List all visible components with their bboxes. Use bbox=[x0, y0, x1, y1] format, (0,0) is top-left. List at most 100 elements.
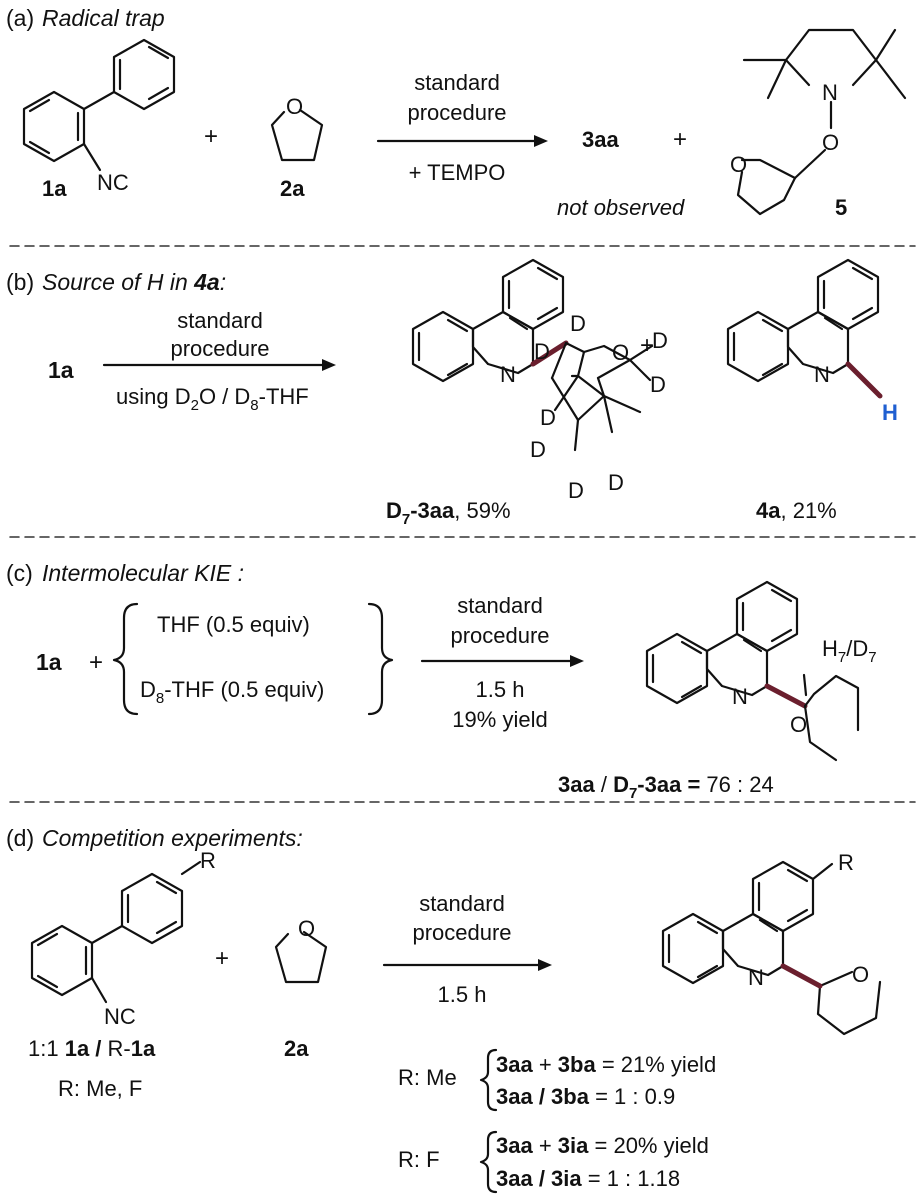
arrow-a-bottom: + TEMPO bbox=[409, 160, 506, 185]
highlight-bond bbox=[845, 361, 883, 399]
plus-sign: + bbox=[673, 126, 687, 153]
arrow-c-bottom-2: 19% yield bbox=[452, 707, 547, 732]
deuterium-label: D bbox=[530, 437, 546, 462]
deuterium-label: D bbox=[650, 372, 666, 397]
section-b-title: Source of H in 4a: bbox=[42, 269, 226, 295]
structure-2a-thf bbox=[274, 930, 328, 984]
structure-r-1a bbox=[30, 860, 202, 1004]
me-ratio-line: 3aa / 3ba = 1 : 0.9 bbox=[496, 1084, 675, 1109]
thf-d7-ring bbox=[550, 341, 654, 452]
label-4a: 4a, 21% bbox=[756, 498, 837, 523]
arrow-b-bottom: using D2O / D8-THF bbox=[116, 384, 309, 414]
arrow-a-top-1: standard bbox=[414, 70, 500, 95]
kie-ratio: 3aa / D7-3aa = 76 : 24 bbox=[558, 772, 774, 802]
oxygen-label: O bbox=[790, 712, 807, 737]
arrow-b-top-1: standard bbox=[177, 308, 263, 333]
plus-sign: + bbox=[215, 945, 229, 972]
structure-d7-3aa bbox=[411, 258, 565, 383]
arrowhead-icon bbox=[570, 655, 584, 667]
r-list: R: Me, F bbox=[58, 1076, 142, 1101]
section-a-tag: (a) bbox=[6, 5, 34, 31]
structure-4a bbox=[726, 258, 880, 383]
tempo-oxygen-label: O bbox=[822, 130, 839, 155]
arrowhead-icon bbox=[538, 959, 552, 971]
r-me-label: R: Me bbox=[398, 1065, 457, 1090]
f-yield-line: 3aa + 3ia = 20% yield bbox=[496, 1133, 709, 1158]
arrowhead-icon bbox=[534, 135, 548, 147]
start-1a: 1a bbox=[48, 357, 74, 383]
nitrogen-label: N bbox=[500, 362, 516, 387]
plus-sign: + bbox=[89, 649, 103, 676]
thf-equiv: THF (0.5 equiv) bbox=[157, 612, 310, 637]
highlight-bond bbox=[780, 963, 823, 989]
section-d-tag: (d) bbox=[6, 825, 34, 851]
arrow-d-bottom: 1.5 h bbox=[438, 982, 487, 1007]
brace-icon bbox=[479, 1048, 498, 1112]
section-c: (c) Intermolecular KIE : 1a + THF (0.5 e… bbox=[6, 560, 877, 802]
nitrogen-label: N bbox=[748, 965, 764, 990]
structure-3aa bbox=[645, 580, 799, 705]
arrow-c-bottom-1: 1.5 h bbox=[476, 677, 525, 702]
arrow-a-top-2: procedure bbox=[407, 100, 506, 125]
label-2a: 2a bbox=[284, 1036, 309, 1061]
isotope-label: H7/D7 bbox=[822, 636, 877, 666]
right-brace bbox=[367, 602, 394, 716]
oxygen-label: O bbox=[612, 340, 629, 365]
thf-oxygen-label: O bbox=[730, 152, 747, 177]
section-d-title: Competition experiments: bbox=[42, 825, 303, 851]
hydrogen-label: H bbox=[882, 400, 898, 425]
thf-oxygen-label: O bbox=[298, 916, 315, 941]
plus-sign: + bbox=[640, 332, 654, 359]
label-5: 5 bbox=[835, 195, 847, 220]
structure-5 bbox=[736, 28, 907, 216]
section-c-title: Intermolecular KIE : bbox=[42, 560, 244, 586]
section-c-tag: (c) bbox=[6, 560, 33, 586]
section-b-tag: (b) bbox=[6, 269, 34, 295]
me-yield-line: 3aa + 3ba = 21% yield bbox=[496, 1052, 716, 1077]
arrow-c-top-2: procedure bbox=[450, 623, 549, 648]
nc-group-label: NC bbox=[97, 170, 129, 195]
nc-group-label: NC bbox=[104, 1004, 136, 1029]
structure-1a bbox=[22, 38, 176, 172]
tempo-nitrogen-label: N bbox=[822, 80, 838, 105]
label-d7-3aa: D7-3aa, 59% bbox=[386, 498, 511, 528]
mixture-label: 1:1 1a / R-1a bbox=[28, 1036, 156, 1061]
arrowhead-icon bbox=[322, 359, 336, 371]
d8-thf-equiv: D8-THF (0.5 equiv) bbox=[140, 677, 324, 707]
label-1a: 1a bbox=[42, 176, 67, 201]
section-d: (d) Competition experiments: R NC 1:1 1a… bbox=[6, 825, 882, 1194]
structure-product-d bbox=[661, 860, 882, 1036]
section-b: (b) Source of H in 4a: 1a standard proce… bbox=[6, 258, 898, 528]
deuterium-label: D bbox=[608, 470, 624, 495]
r-f-label: R: F bbox=[398, 1147, 440, 1172]
highlight-bond bbox=[764, 683, 808, 709]
thf-oxygen-label: O bbox=[286, 94, 303, 119]
left-brace bbox=[112, 602, 139, 716]
plus-sign: + bbox=[204, 123, 218, 150]
start-1a: 1a bbox=[36, 649, 62, 675]
r-substituent-label: R bbox=[838, 850, 854, 875]
highlight-bond bbox=[530, 340, 569, 367]
thf-ring-c bbox=[802, 673, 860, 762]
label-2a: 2a bbox=[280, 176, 305, 201]
nitrogen-label: N bbox=[814, 362, 830, 387]
arrow-b-top-2: procedure bbox=[170, 336, 269, 361]
nitrogen-label: N bbox=[732, 684, 748, 709]
deuterium-label: D bbox=[540, 405, 556, 430]
product-3aa: 3aa bbox=[582, 127, 619, 152]
deuterium-label: D bbox=[568, 478, 584, 503]
arrow-d-top-2: procedure bbox=[412, 920, 511, 945]
section-a: (a) Radical trap NC 1a + O 2a standard p… bbox=[6, 5, 907, 220]
arrow-d-top-1: standard bbox=[419, 891, 505, 916]
not-observed-note: not observed bbox=[557, 195, 685, 220]
deuterium-label: D bbox=[570, 311, 586, 336]
structure-2a-thf bbox=[270, 108, 324, 162]
deuterium-label: D bbox=[652, 328, 668, 353]
section-a-title: Radical trap bbox=[42, 5, 165, 31]
r-substituent-label: R bbox=[200, 848, 216, 873]
f-ratio-line: 3aa / 3ia = 1 : 1.18 bbox=[496, 1166, 680, 1191]
arrow-c-top-1: standard bbox=[457, 593, 543, 618]
oxygen-label: O bbox=[852, 962, 869, 987]
